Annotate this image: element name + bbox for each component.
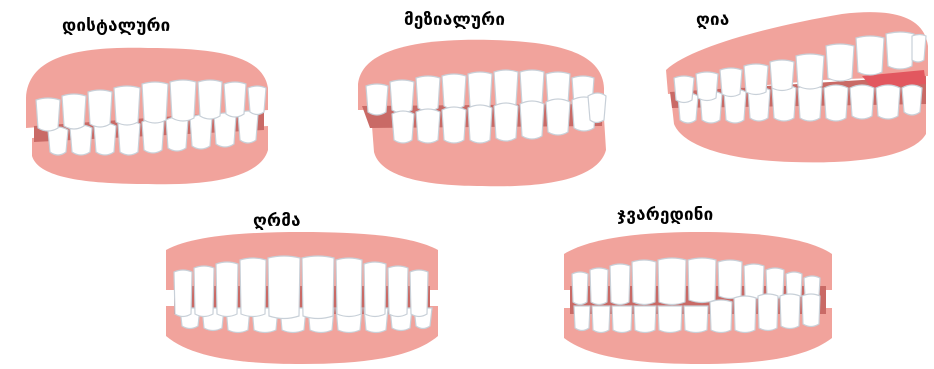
label-distal: დისტალური bbox=[62, 18, 170, 35]
open-bite-teeth-illustration bbox=[662, 6, 932, 166]
label-cross: ჯვარედინი bbox=[617, 207, 713, 224]
cross-bite-teeth-illustration bbox=[560, 230, 836, 368]
mesial-bite-teeth-illustration bbox=[352, 32, 614, 192]
deep-bite-teeth-illustration bbox=[162, 230, 442, 368]
label-deep: ღრმა bbox=[253, 213, 301, 230]
distal-bite-teeth-illustration bbox=[18, 38, 276, 188]
label-mesial: მეზიალური bbox=[404, 12, 505, 29]
